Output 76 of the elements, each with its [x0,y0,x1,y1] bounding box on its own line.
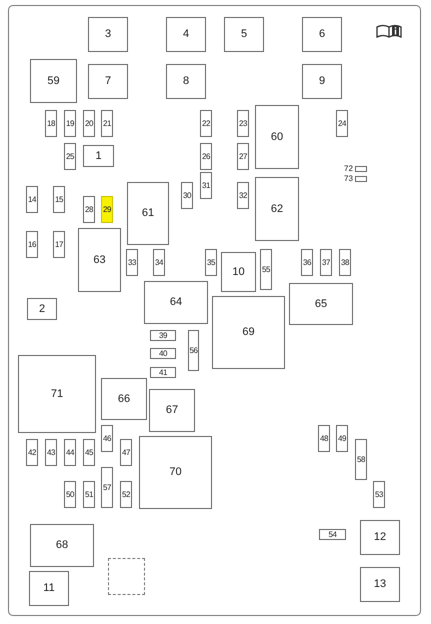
relay-slot: 64 [144,281,208,324]
fuse-slot: 45 [83,439,95,466]
fuse-slot: 44 [64,439,76,466]
relay-slot: 3 [88,17,128,52]
fuse-slot: 35 [205,249,217,276]
relay-slot: 2 [27,298,57,320]
fuse-slot: 52 [120,481,132,508]
fuse-slot: 28 [83,196,95,223]
fuse-slot: 27 [237,143,249,170]
fuse-slot: 38 [339,249,351,276]
relay-slot: 63 [78,228,121,292]
slot-number: 72 [344,165,353,173]
relay-slot: 68 [30,524,94,567]
fuse-slot: 41 [150,367,176,378]
fuse-slot: 29 [101,196,113,223]
fuse-slot: 26 [200,143,212,170]
fuse-slot: 50 [64,481,76,508]
fuse-slot: 48 [318,425,330,452]
relay-slot: 1 [83,145,114,167]
fuse-slot: 19 [64,110,76,137]
relay-slot: 7 [88,64,128,99]
relay-slot: 62 [255,177,299,241]
fuse-slot: 36 [301,249,313,276]
fuse-slot: 32 [237,182,249,209]
relay-slot: 61 [127,182,169,245]
relay-slot: 66 [101,378,147,420]
relay-slot: 60 [255,105,299,169]
fuse-slot [355,176,367,182]
fuse-slot: 42 [26,439,38,466]
relay-slot: 9 [302,64,342,99]
fuse-slot: 55 [260,249,272,290]
fuse-slot: 56 [188,330,199,371]
relay-slot: 69 [212,296,285,369]
fuse-slot: 23 [237,110,249,137]
fuse-slot: 25 [64,143,76,170]
relay-slot: 70 [139,436,212,509]
fuse-slot: 39 [150,330,176,341]
fuse-slot: 43 [45,439,57,466]
relay-slot: 65 [289,283,353,325]
fuse-slot: 37 [320,249,332,276]
fuse-slot: 20 [83,110,95,137]
relay-slot: 11 [29,571,69,606]
fuse-slot: 49 [336,425,348,452]
relay-slot: 71 [18,355,96,433]
relay-slot: 8 [166,64,206,99]
empty-slot [108,558,145,595]
relay-slot: 13 [360,567,400,602]
relay-slot: 6 [302,17,342,52]
fuse-slot: 53 [373,481,385,508]
fuse-slot: 31 [200,172,212,199]
relay-slot: 59 [30,59,77,103]
fuse-slot: 34 [153,249,165,276]
fuse-slot: 22 [200,110,212,137]
fuse-slot: 58 [355,439,367,480]
fuse-slot: 16 [26,231,38,258]
fuse-slot: 15 [53,186,65,213]
relay-slot: 67 [149,389,195,432]
fuse-slot: 47 [120,439,132,466]
fuse-slot: 30 [181,182,193,209]
slot-number: 73 [344,175,353,183]
relay-slot: 10 [221,252,256,292]
fuse-slot: 14 [26,186,38,213]
fuse-slot: 40 [150,348,176,359]
fuse-slot: 18 [45,110,57,137]
fuse-slot: 17 [53,231,65,258]
fuse-slot: 46 [101,425,113,452]
fuse-slot: 54 [319,529,346,540]
fuse-slot: 33 [126,249,138,276]
relay-slot: 4 [166,17,206,52]
fuse-slot: 24 [336,110,348,137]
fuse-slot: 51 [83,481,95,508]
fuse-slot: 57 [101,467,113,508]
fuse-slot: 21 [101,110,113,137]
fuse-slot [355,166,367,172]
relay-slot: 5 [224,17,264,52]
relay-slot: 12 [360,520,400,555]
